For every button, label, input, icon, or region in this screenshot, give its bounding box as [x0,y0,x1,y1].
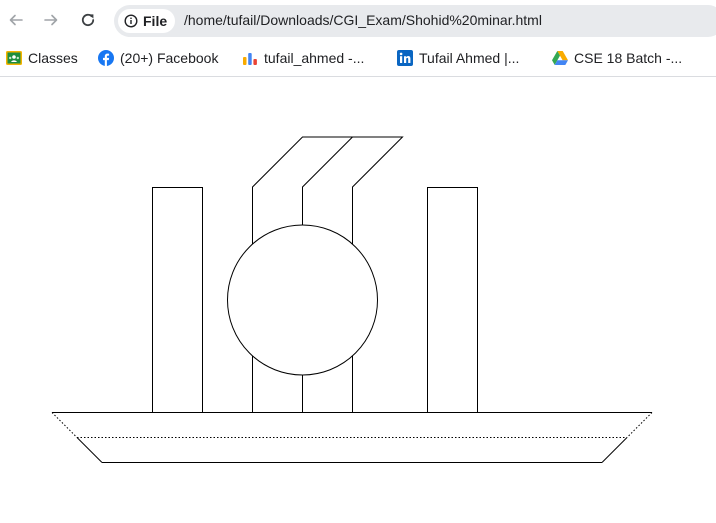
base-right-dotted-slope [626,412,653,438]
base-left-slope [76,437,103,463]
bookmark-label: tufail_ahmed -... [264,50,365,66]
bookmark-label: CSE 18 Batch -... [574,50,683,66]
bookmark-label: (20+) Facebook [120,50,219,66]
sun-circle [227,224,378,376]
url-text[interactable]: /home/tufail/Downloads/CGI_Exam/Shohid%2… [184,12,542,28]
bookmark-facebook[interactable]: (20+) Facebook [98,49,218,67]
site-chip-label: File [143,13,168,29]
google-classroom-icon [6,51,22,65]
address-bar[interactable]: File /home/tufail/Downloads/CGI_Exam/Sho… [114,5,716,37]
arrow-right-icon [44,14,58,26]
bookmark-cse-18-batch[interactable]: CSE 18 Batch -... [552,49,682,67]
bar-chart-icon [243,53,257,65]
google-drive-icon [552,51,568,65]
reload-icon [81,13,95,27]
bookmark-label: Tufail Ahmed |... [419,50,520,66]
linkedin-icon [397,50,413,66]
bookmarks-bar: Classes (20+) Facebook tufail_ahmed -...… [0,40,716,77]
shohid-minar-drawing [51,136,653,463]
back-button[interactable] [4,8,28,32]
site-info-chip[interactable]: File [118,9,176,33]
facebook-icon [98,50,114,66]
bookmark-linkedin[interactable]: Tufail Ahmed |... [397,49,519,67]
reload-button[interactable] [76,8,100,32]
base-right-slope [601,437,628,463]
browser-toolbar: File /home/tufail/Downloads/CGI_Exam/Sho… [0,0,716,40]
bookmark-label: Classes [28,50,78,66]
arrow-left-icon [9,14,23,26]
bookmark-classes[interactable]: Classes [6,49,78,67]
left-pillar [152,187,203,413]
bookmark-tufail-ahmed[interactable]: tufail_ahmed -... [242,49,364,67]
right-pillar [427,187,478,413]
forward-button[interactable] [39,8,63,32]
page-content [0,77,716,523]
info-icon [124,14,138,28]
base-left-dotted-slope [51,412,78,438]
